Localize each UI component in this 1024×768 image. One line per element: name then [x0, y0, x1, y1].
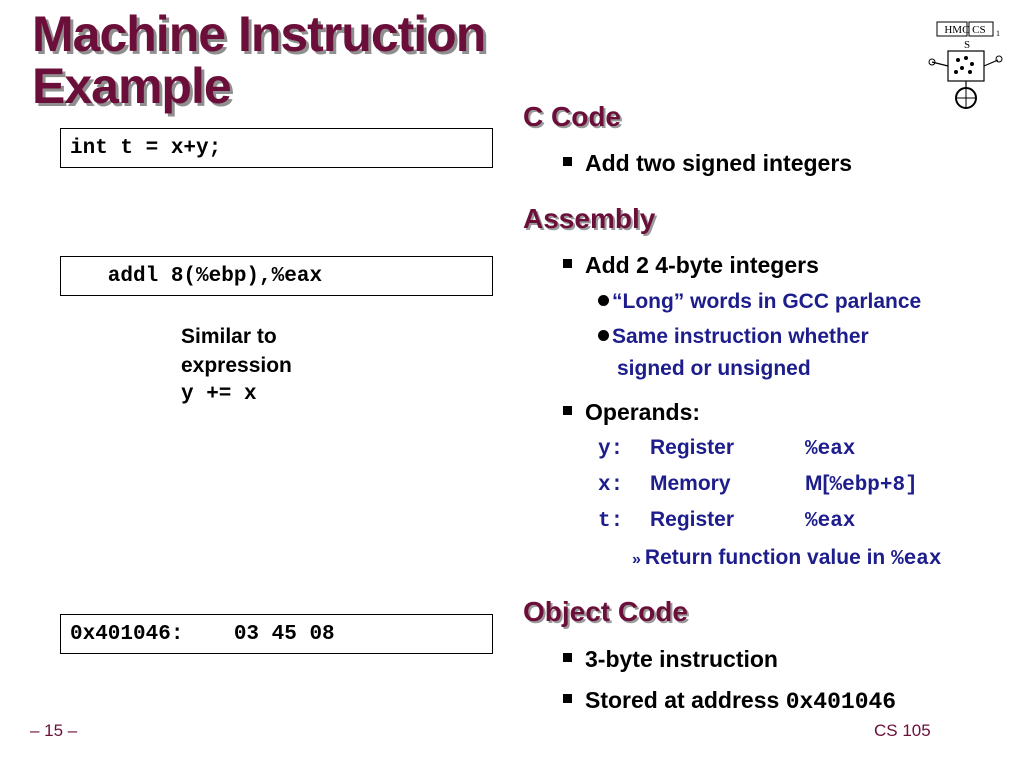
- assembly-sub-1-text: “Long” words in GCC parlance: [612, 290, 922, 313]
- operands-bullet-text: Operands:: [585, 399, 701, 425]
- operand-kind: Register: [650, 508, 735, 531]
- object-code-box: 0x401046: 03 45 08: [60, 614, 493, 654]
- operand-loc: %eax: [805, 438, 856, 461]
- square-bullet-icon: [563, 653, 572, 663]
- side-note: Similar to expression y += x: [181, 322, 292, 409]
- page-number: – 15 –: [30, 721, 78, 740]
- dot-bullet-icon: [598, 294, 609, 306]
- course-label: CS 105: [874, 721, 931, 740]
- assembly-sub-1: “Long” words in GCC parlance: [598, 286, 921, 318]
- operand-kind: Register: [650, 436, 735, 459]
- dot-bullet-icon: [598, 329, 609, 341]
- logo-subscript: 1: [996, 29, 1000, 38]
- slide-title-line2: Example: [32, 58, 232, 114]
- c-code-bullet-text: Add two signed integers: [585, 150, 853, 176]
- slide-title: Machine Instruction Example: [32, 6, 486, 114]
- object-code-heading: Object Code: [523, 596, 688, 627]
- assembly-bullet-1-text: Add 2 4-byte integers: [585, 252, 819, 278]
- return-value-register: %eax: [891, 548, 942, 571]
- hmc-cs-logo: HMC CS 1 S: [928, 21, 1003, 109]
- side-note-expression: y += x: [181, 383, 257, 406]
- operand-row: x: Memory M[%ebp+8]: [598, 472, 918, 497]
- operand-loc: %ebp+8]: [829, 474, 918, 497]
- assembly-bullet-1: Add 2 4-byte integers: [563, 252, 819, 279]
- assembly-code-box: addl 8(%ebp),%eax: [60, 256, 493, 296]
- c-code-bullet: Add two signed integers: [563, 150, 852, 177]
- c-code-heading: C Code: [523, 101, 621, 132]
- side-note-line1: Similar to: [181, 325, 277, 348]
- operand-loc-prefix: M[: [805, 472, 830, 495]
- operand-kind: Memory: [650, 472, 731, 495]
- return-value-note: »Return function value in %eax: [632, 546, 942, 571]
- object-code-address: 0x401046: [785, 689, 897, 715]
- assembly-sub-2-line1: Same instruction whether: [612, 325, 869, 348]
- square-bullet-icon: [563, 157, 572, 167]
- square-bullet-icon: [563, 406, 572, 416]
- object-code-bullet-2-text: Stored at address: [585, 687, 786, 713]
- operand-loc: %eax: [805, 510, 856, 533]
- square-bullet-icon: [563, 259, 572, 269]
- operand-var: t:: [598, 510, 624, 533]
- operand-var: x:: [598, 474, 624, 497]
- return-value-text: Return function value in: [644, 546, 892, 569]
- object-code-bullet-1-text: 3-byte instruction: [585, 646, 778, 672]
- operands-bullet: Operands:: [563, 399, 700, 426]
- object-code-bullet-1: 3-byte instruction: [563, 646, 778, 673]
- assembly-sub-2: Same instruction whether signed or unsig…: [598, 321, 869, 385]
- object-code-bullet-2: Stored at address 0x401046: [563, 687, 896, 715]
- operand-row: y: Register %eax: [598, 436, 855, 461]
- logo-glyph: S: [964, 39, 970, 51]
- square-bullet-icon: [563, 694, 572, 704]
- assembly-heading: Assembly: [523, 203, 656, 234]
- side-note-line2: expression: [181, 354, 292, 377]
- logo-text: HMC CS: [944, 24, 985, 36]
- c-code-box: int t = x+y;: [60, 128, 493, 168]
- operand-row: t: Register %eax: [598, 508, 855, 533]
- chevron-bullet-icon: »: [632, 551, 641, 568]
- assembly-sub-2-line2: signed or unsigned: [617, 357, 811, 380]
- slide-title-line1: Machine Instruction: [32, 6, 486, 62]
- operand-var: y:: [598, 438, 624, 461]
